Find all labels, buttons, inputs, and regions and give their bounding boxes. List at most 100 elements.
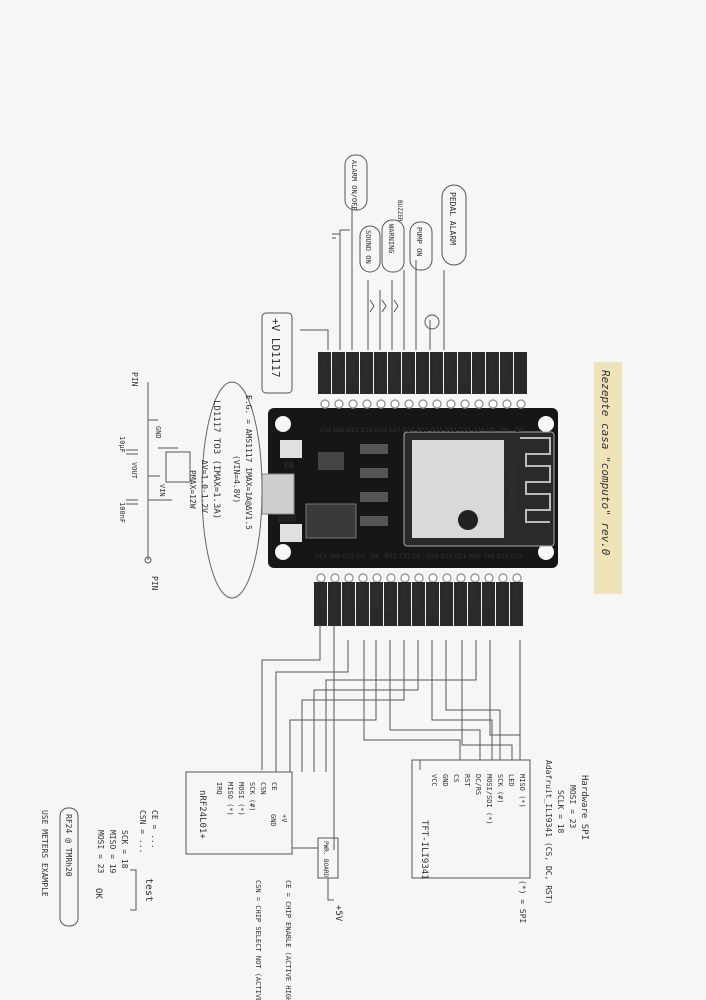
example-label: RF24 @ TMRh20 [64,814,73,877]
gpio-top-label: GPIO27 [389,356,397,381]
header-pin [372,573,382,583]
header-pin [446,399,456,409]
note-adafruit: Adafruit_ILI9341 (CS, DC, RST) [544,760,553,905]
top-wiring [300,205,445,350]
bottom-wiring [261,625,521,850]
gpio-tag [388,352,401,394]
silk-label-bottom: D22 [497,552,509,560]
header-pin [428,573,438,583]
gpio-tag [402,352,415,394]
bubble-pedal-text: PEDAL ALARM [448,192,457,245]
ground-symbol [332,233,340,239]
gpio-tag [318,352,331,394]
regulator-chip [318,452,344,470]
header-pin [358,573,368,583]
gnd-label: GND [154,426,162,439]
page-title: Rezepte casa "computo" rev.0 [599,370,612,556]
tft-outline [411,759,531,879]
note-ce-def: CE = CHIP ENABLE (ACTIVE HIGH) [284,880,292,1000]
header-pin [512,573,522,583]
nrf24-outline [185,771,293,855]
note-line-5: (VIN=4.8V) [232,455,241,503]
silk-label-top: D13 [347,426,359,434]
cap2-label: 100nF [118,502,126,523]
gpio-tag [510,582,523,626]
header-pin [498,573,508,583]
example2-label: USE METERS EXAMPLE [40,810,49,897]
module-shield [412,440,504,538]
regulator-symbol [165,451,191,483]
pwr-board-label: PWR. BOARD [322,841,329,878]
silk-label-bottom: D21 [455,552,467,560]
gpio-bottom-label: GPIO1 [483,586,491,607]
buzzer-symbol [424,314,440,330]
silk-label-top: VIN [319,426,331,434]
header-pin [442,573,452,583]
gpio-tag [370,582,383,626]
gpio-tag [360,352,373,394]
header-pin [404,399,414,409]
regulator-bubble-text: +V LD1117 [269,318,282,378]
bracket [130,869,137,911]
note-line-4: E.G. = AMS1117 IMAX=1A@ΔV1.5 [244,395,253,530]
header-pin [418,399,428,409]
vin-label: VIN [158,484,166,497]
bubble-alarm-on-off: ALARM ON/OFF [344,154,368,211]
tft-pin-label: MOSI/SDI (*) [485,774,493,825]
gpio-tag [346,352,359,394]
silk-label-bottom: D2 [357,552,365,560]
regulator-circuit: PIN PIN GND VIN VOUT 10μF 100nF [118,372,191,591]
header-pin [502,399,512,409]
header-pin [488,399,498,409]
cap1-label: 10μF [118,436,126,453]
note-sclk: SCLK = 18 [556,790,565,834]
gpio-tag [374,352,387,394]
antenna-trace [520,437,551,523]
header-pin [362,399,372,409]
tft-pin-label: SCK (#) [496,774,504,804]
en-button[interactable] [280,440,302,458]
test-mosi: MOSI = 23 [96,830,105,874]
silk-label-bottom: RX2 [385,552,397,560]
gpio-bottom-label: GPIO22 [497,586,505,611]
en-button-label: EN [284,461,294,470]
header-pin [334,399,344,409]
silk-label-bottom: RX0 [469,552,481,560]
gpio-top-label: GPIO26 [403,356,411,381]
bubble-pump-on: PUMP ON [409,221,433,271]
gpio-top-label: GPIO39 [501,356,509,381]
mount-hole [538,544,554,560]
tft-pin-label: DC/RS [474,774,482,795]
header-pin [484,573,494,583]
silk-label-top: D14 [375,426,387,434]
bubble-pedal-alarm: PEDAL ALARM [441,184,467,266]
note-line-3: PMAX=12W [188,470,197,509]
header-pin [516,399,526,409]
gpio-bottom-label: GPIO2 [357,586,365,607]
note-mosi: MOSI = 23 [568,785,577,829]
header-pin [386,573,396,583]
tft-module: TFT-ILI9341 [411,759,531,880]
silk-label-top: VP [501,426,509,434]
header-pin [330,573,340,583]
gpio-top-label: GPIO12 [361,356,369,381]
gpio-bottom-label: GPIO19 [441,586,449,611]
header-pin [344,573,354,583]
nrf24-title: nRF24L01+ [197,790,207,839]
gpio-tag [342,582,355,626]
silk-label-top: D35 [459,426,471,434]
silk-label-top: EN [515,426,523,434]
header-pin [390,399,400,409]
silk-label-bottom: GND [329,552,341,560]
mount-hole [275,544,291,560]
pin-terminal [144,556,152,564]
gpio-top-label: GPIO25 [417,356,425,381]
test-sck: SCK = 18 [120,830,129,869]
gpio-bottom-label: GPIO5 [413,586,421,607]
regulator-note: LD1117 TO3 (IMAX=1.3A) ΔV=1.0-1.2V PMAX=… [188,381,263,599]
boot-button[interactable] [280,524,302,542]
